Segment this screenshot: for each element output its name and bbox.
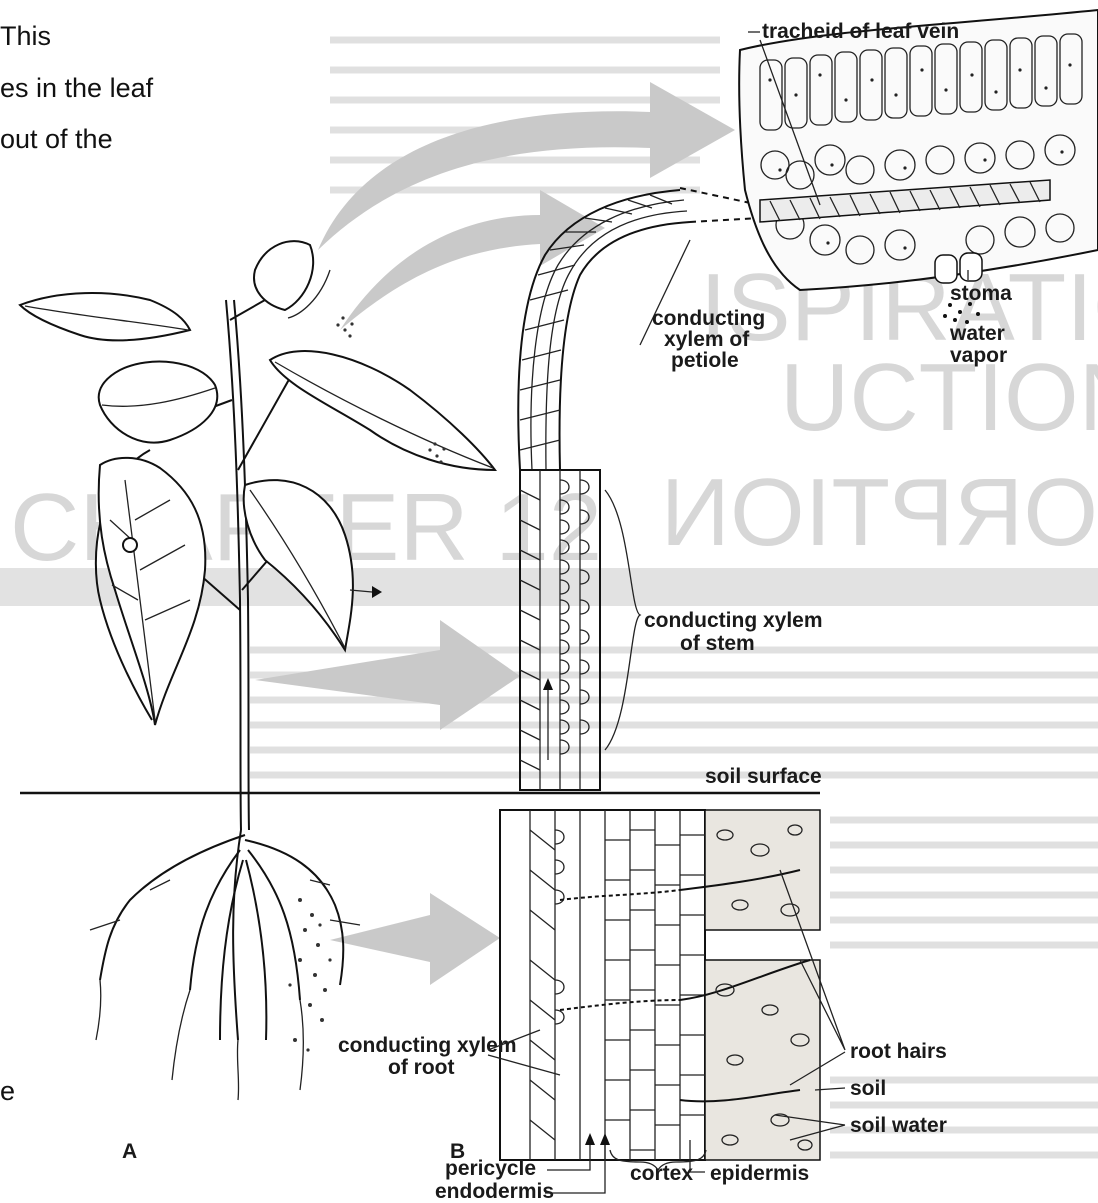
bg-heading-c: ORPTION [661,459,1098,566]
arrow-to-petiole [340,190,605,330]
bg-heading-b: UCTION, [780,344,1098,451]
label-xylem-petiole-1: conducting [652,307,765,330]
label-xylem-petiole-3: petiole [671,349,739,372]
label-stoma: stoma [950,282,1012,305]
overlay-line-2: es in the leaf [0,73,154,103]
stoma-guard-cell-left [935,255,957,283]
label-water-vapor-2: vapor [950,344,1007,367]
label-soil-water: soil water [850,1114,947,1137]
soil-particles-root [288,898,331,1052]
arrow-to-stem [255,620,520,730]
stoma-guard-cell-right [960,253,982,281]
label-xylem-petiole-2: xylem of [664,328,750,351]
overlay-line-3: out of the [0,124,113,154]
overlay-side-fragment: e [0,1076,15,1106]
brace-stem [605,490,640,750]
label-xylem-stem-1: conducting xylem [644,609,823,632]
arrow-to-root [330,893,500,985]
label-tracheid-leaf-vein: tracheid of leaf vein [762,20,959,43]
leaf-lower-left [99,458,206,725]
label-cortex: cortex [630,1162,693,1185]
label-endodermis: endodermis [435,1180,554,1198]
leaf-top-left [20,293,190,340]
soil-block-top [705,810,820,930]
label-xylem-stem-2: of stem [680,632,755,655]
figure-letter-a: A [122,1140,137,1163]
leaf-top-center [254,241,313,310]
label-xylem-root-1: conducting xylem [338,1034,517,1057]
figure-letter-b: B [450,1140,465,1163]
label-water-vapor-1: water [949,322,1005,345]
label-epidermis: epidermis [710,1162,809,1185]
label-xylem-root-2: of root [388,1056,454,1079]
plant-roots [90,830,360,1100]
label-root-hairs: root hairs [850,1040,947,1063]
root-cell-walls [530,810,705,1160]
leaf-middle-right [270,351,495,470]
root-section [500,810,820,1160]
label-soil-surface: soil surface [705,765,822,788]
label-soil: soil [850,1077,886,1100]
overlay-line-1: This [0,21,51,51]
leaf-middle-left [99,362,218,443]
